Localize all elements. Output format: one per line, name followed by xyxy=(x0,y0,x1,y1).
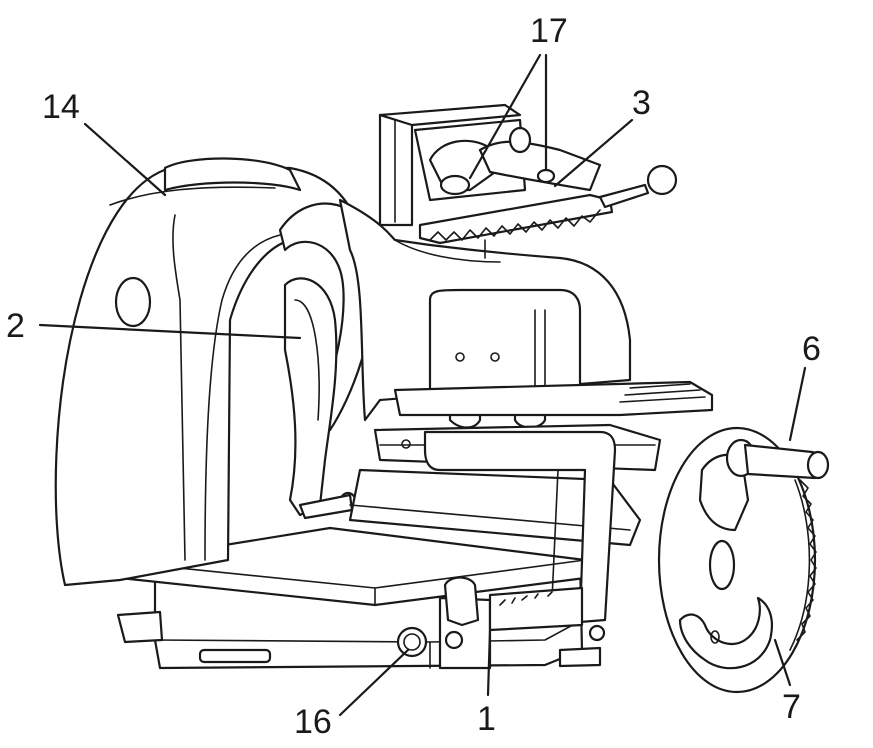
leader-7 xyxy=(773,638,792,687)
housing-shell xyxy=(54,157,362,587)
callout-3: 3 xyxy=(632,84,651,122)
callout-6: 6 xyxy=(802,330,821,368)
callout-17: 17 xyxy=(530,12,568,50)
leader-2 xyxy=(38,323,302,340)
callout-7: 7 xyxy=(782,688,801,726)
callout-2: 2 xyxy=(6,307,25,345)
callout-16: 16 xyxy=(294,703,332,741)
leader-1 xyxy=(486,628,492,697)
leader-17a xyxy=(468,53,542,180)
callout-labels: 17 14 3 2 6 16 1 7 xyxy=(6,12,821,741)
leader-16 xyxy=(338,648,410,717)
side-knob xyxy=(396,624,606,658)
leader-3 xyxy=(553,118,634,188)
callout-14: 14 xyxy=(42,88,80,126)
thickness-control xyxy=(438,576,584,670)
leader-6 xyxy=(788,366,807,442)
callout-1: 1 xyxy=(477,700,496,738)
leader-lines xyxy=(38,53,807,717)
leader-14 xyxy=(83,122,167,197)
pusher-assembly xyxy=(378,103,678,259)
flywheel-handle xyxy=(725,438,830,480)
